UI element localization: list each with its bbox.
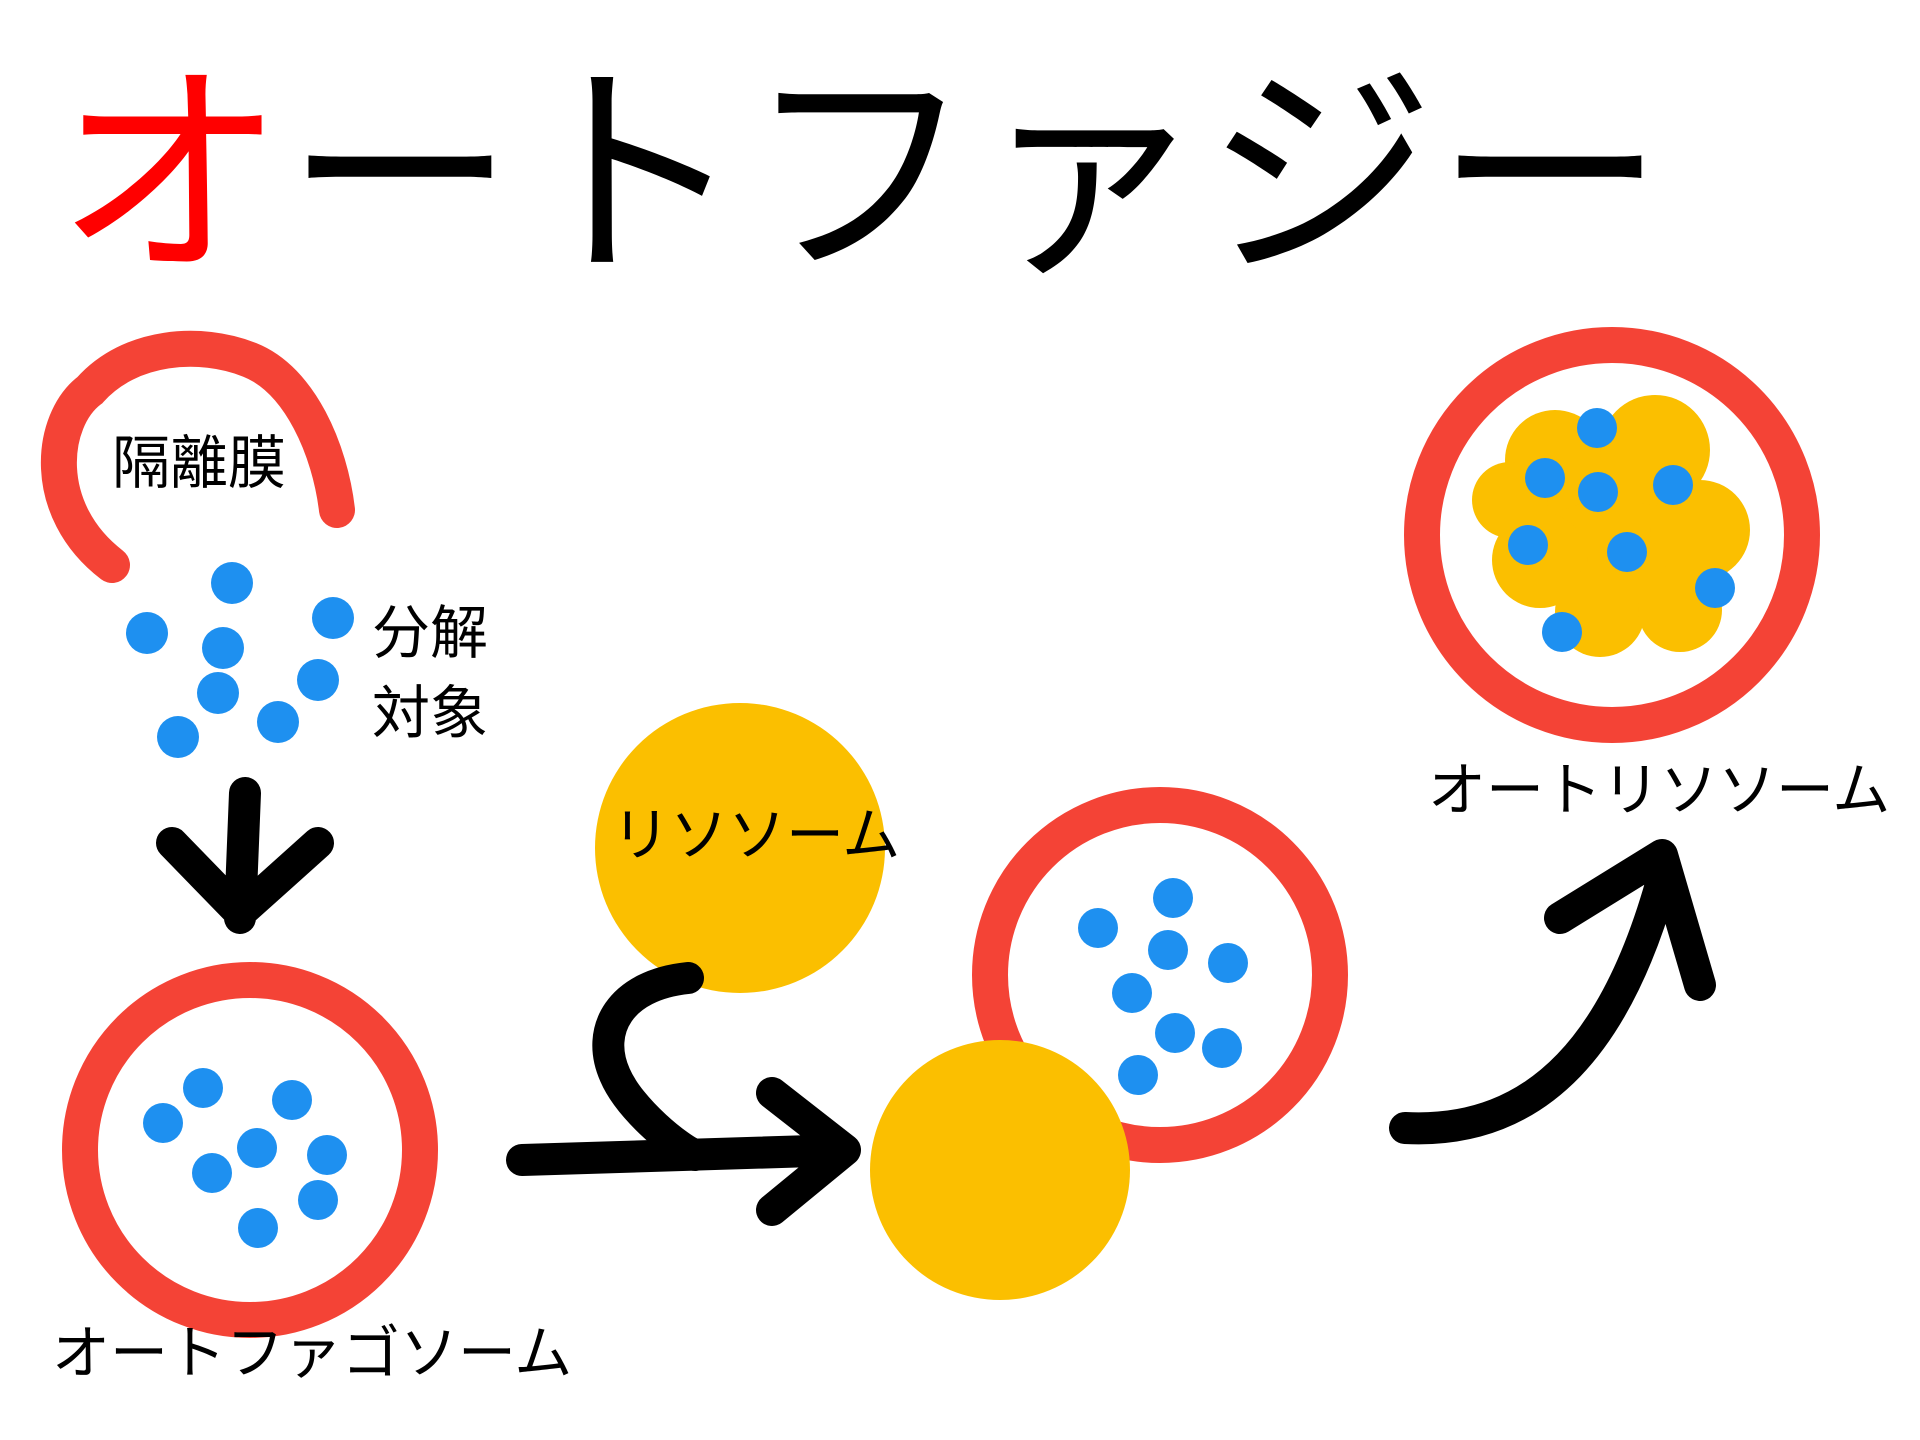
up-right-arrow-icon (1389, 839, 1716, 1145)
cargo-dot (1653, 465, 1693, 505)
cargo-dot (307, 1135, 347, 1175)
cargo-particles-free (126, 562, 354, 758)
cargo-dot (1542, 612, 1582, 652)
cargo-particles-autophagosome (143, 1068, 347, 1248)
degradation-target-label-1: 分解 (372, 599, 488, 667)
title-first-char: オ (55, 43, 285, 310)
lysosome-merge-arrow-icon (592, 962, 711, 1171)
autolysosome-stage: オートリソソーム (1404, 327, 1890, 824)
cargo-particles-fusion (1078, 878, 1248, 1095)
cargo-dot (1578, 472, 1618, 512)
page-title: オートファジー (55, 43, 1665, 310)
cargo-dot (298, 1180, 338, 1220)
cargo-dot (192, 1153, 232, 1193)
cargo-dot (183, 1068, 223, 1108)
autolysosome-membrane (1404, 327, 1820, 743)
cargo-dot (1577, 408, 1617, 448)
isolation-membrane-stage: 隔離膜 分解 対象 (41, 330, 488, 758)
lysosome (595, 703, 885, 993)
right-arrow-icon (506, 1077, 861, 1226)
cargo-dot (1508, 525, 1548, 565)
cargo-dot (1153, 878, 1193, 918)
cargo-dot (297, 659, 339, 701)
cargo-dot (202, 627, 244, 669)
cargo-dot (211, 562, 253, 604)
cargo-dot (1112, 973, 1152, 1013)
cargo-dot (312, 597, 354, 639)
isolation-membrane (41, 330, 355, 583)
cargo-dot (1148, 930, 1188, 970)
isolation-membrane-label: 隔離膜 (112, 429, 286, 497)
down-arrow-icon (156, 777, 334, 934)
cargo-dot (1208, 943, 1248, 983)
cargo-dot (197, 672, 239, 714)
cargo-dot (237, 1128, 277, 1168)
autolysosome-label: オートリソソーム (1428, 756, 1890, 824)
cargo-dot (1202, 1028, 1242, 1068)
fusing-autophagosome-membrane (972, 787, 1348, 1163)
cargo-dot (272, 1080, 312, 1120)
autophagosome-membrane (62, 962, 438, 1338)
fusing-lysosome (870, 1040, 1130, 1300)
cargo-dot (143, 1103, 183, 1143)
cargo-dot (1607, 532, 1647, 572)
cargo-dot (1695, 568, 1735, 608)
degradation-target-label-2: 対象 (372, 679, 488, 747)
cargo-dot (157, 716, 199, 758)
lysosome-stage: リソソーム (595, 703, 900, 993)
cargo-dot (257, 701, 299, 743)
autophagosome-stage: オートファゴソーム (52, 962, 572, 1387)
autophagosome-label: オートファゴソーム (52, 1319, 572, 1387)
cargo-dot (1078, 908, 1118, 948)
title-rest: ートファジー (285, 43, 1665, 310)
cargo-particles-autolysosome (1508, 408, 1735, 652)
cargo-dot (126, 612, 168, 654)
cargo-dot (1155, 1013, 1195, 1053)
lysosome-label: リソソーム (612, 801, 900, 869)
cargo-dot (1525, 458, 1565, 498)
cargo-dot (1118, 1055, 1158, 1095)
fusion-stage (870, 787, 1348, 1300)
cargo-dot (238, 1208, 278, 1248)
